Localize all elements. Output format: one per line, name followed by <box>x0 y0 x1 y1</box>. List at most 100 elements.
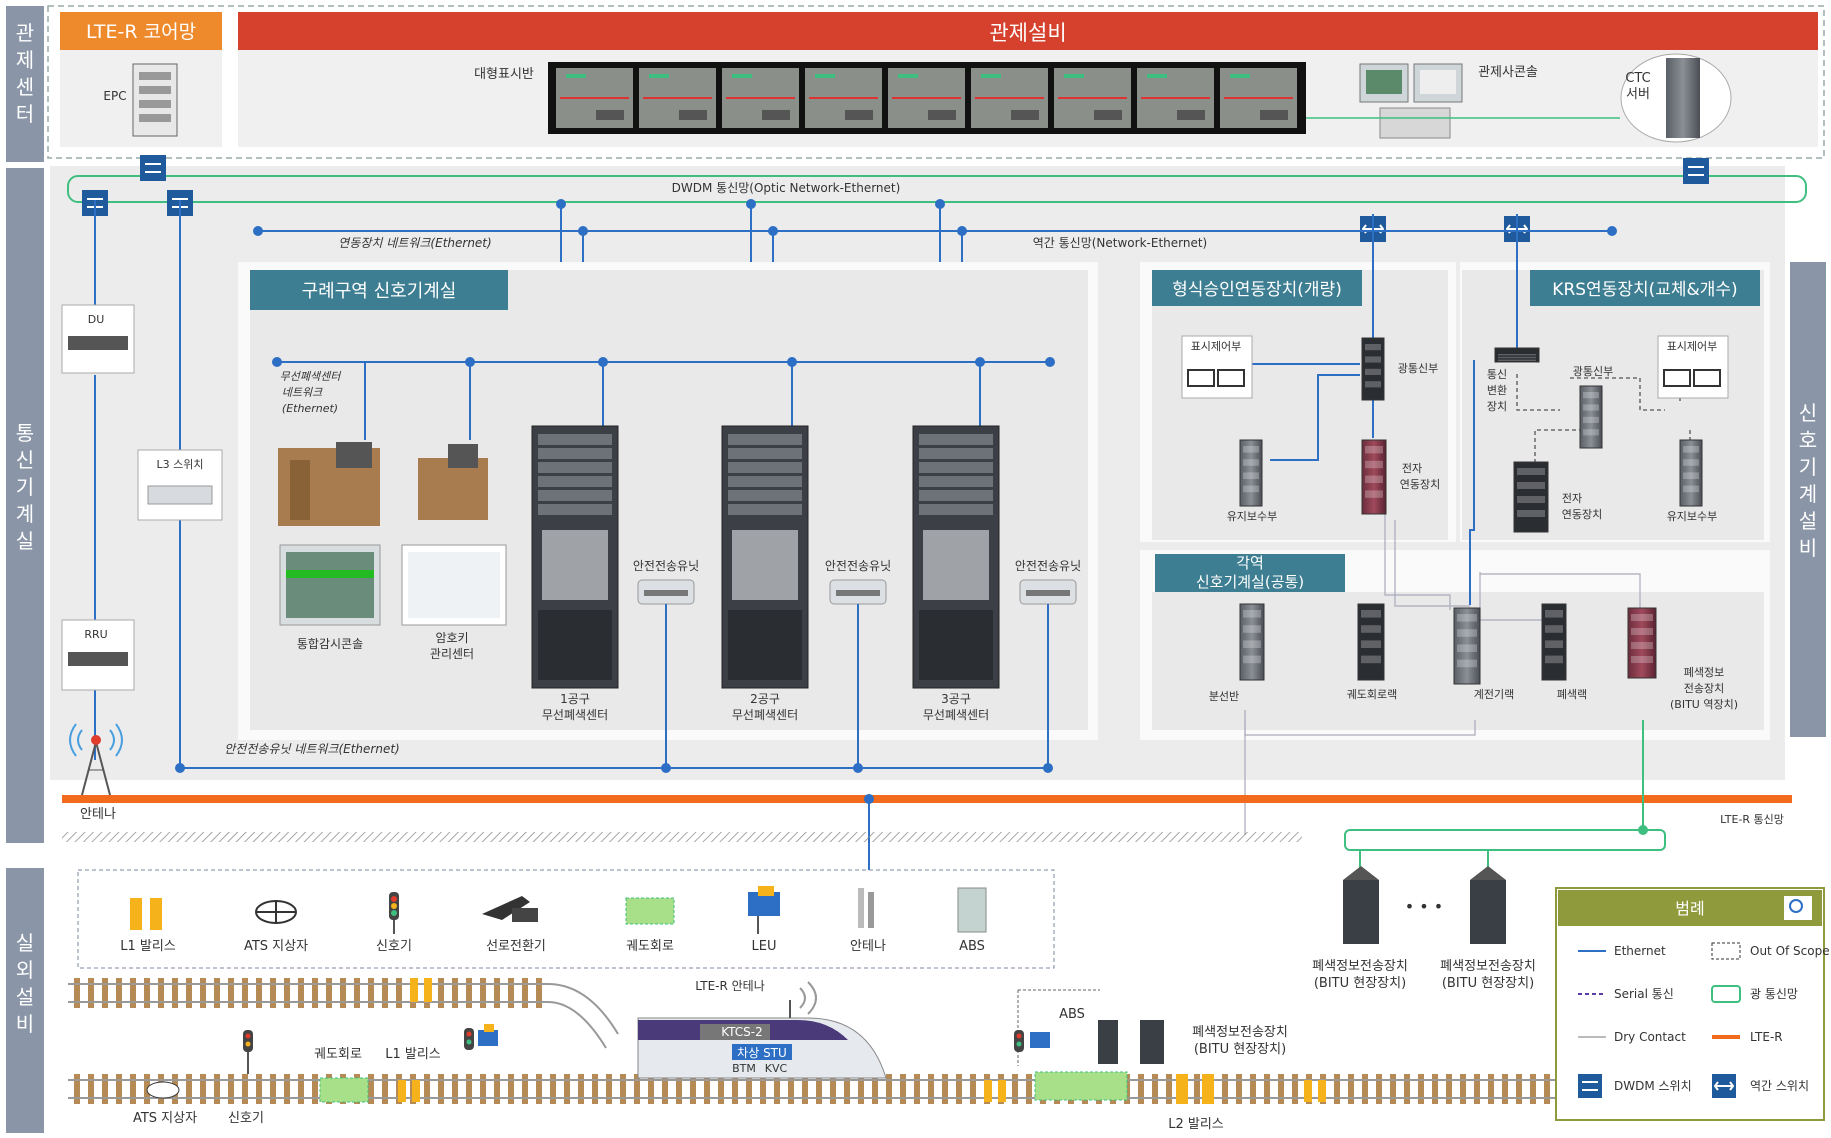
ta-electronic-interlock <box>1361 439 1387 515</box>
epc-server-icon <box>132 63 178 137</box>
rru-device: RRU <box>61 619 135 691</box>
wireless-net-label-3: (Ethernet) <box>282 402 338 415</box>
stu-label-1: 안전전송유닛 <box>633 559 699 573</box>
bitu-field-box-1 <box>1343 866 1379 944</box>
signal-track-label: 신호기 <box>228 1111 264 1126</box>
bitu-st-label-1: 폐색정보 <box>1684 666 1724 679</box>
krs-ei-label-1: 전자 <box>1562 492 1582 505</box>
l2-balise-label: L2 발리스 <box>1168 1117 1224 1132</box>
search-icon <box>1789 899 1803 913</box>
l3-label: L3 스위치 <box>157 458 204 471</box>
legend-label-ethernet: Ethernet <box>1614 944 1666 958</box>
dist-rack <box>1239 603 1265 681</box>
ctc-label-2: 서버 <box>1626 87 1650 102</box>
legend-label-station_switch: 역간 스위치 <box>1750 1079 1809 1093</box>
krs-title: KRS연동장치(교체&개수) <box>1552 280 1737 300</box>
track-upper <box>68 978 619 1049</box>
field-legend-label-4: 궤도회로 <box>626 939 674 954</box>
dwdm-switch-icon-core <box>140 155 166 181</box>
field-legend-label-6: 안테나 <box>850 939 886 954</box>
bitu-st-label-2: 전송장치 <box>1684 682 1724 695</box>
legend-symbol-station_switch <box>1712 1074 1736 1098</box>
bitu-field-label-1b: (BITU 현장장치) <box>1314 976 1406 991</box>
type-approval-display-control <box>1181 335 1253 399</box>
krs-comm-converter <box>1494 347 1540 364</box>
onboard-stu-label: 차상 STU <box>737 1046 787 1060</box>
legend-label-lte: LTE-R <box>1750 1030 1783 1044</box>
legend-label-dry: Dry Contact <box>1614 1030 1686 1044</box>
l1-balise-icon <box>130 898 162 930</box>
field-legend-label-7: ABS <box>959 939 985 954</box>
ktcs2-label: KTCS-2 <box>721 1025 763 1039</box>
krs-display-label: 표시제어부 <box>1667 340 1718 353</box>
console-label: 관제사콘솔 <box>1478 65 1538 80</box>
stu-label-2: 안전전송유닛 <box>825 559 891 573</box>
l1-balise-track-label: L1 발리스 <box>385 1047 441 1062</box>
interlock-net-label: 연동장치 네트워크(Ethernet) <box>338 236 491 250</box>
field-legend-label-2: 신호기 <box>376 939 412 954</box>
rru-label: RRU <box>84 628 107 641</box>
leu-icon <box>748 886 780 934</box>
krs-maint-label: 유지보수부 <box>1667 510 1718 523</box>
wireless-net-label-2: 네트워크 <box>282 386 323 399</box>
ta-ei-label-2: 연동장치 <box>1400 478 1440 491</box>
legend-symbol-out_of_scope <box>1711 942 1741 960</box>
dwdm-label: DWDM 통신망(Optic Network-Ethernet) <box>672 181 901 195</box>
bitu-field-label-1a: 폐색정보전송장치 <box>1312 959 1408 974</box>
ta-optical-unit <box>1361 337 1385 401</box>
legend-label-serial: Serial 통신 <box>1614 987 1674 1001</box>
key-mgmt-label-1: 암호키 <box>435 631 468 645</box>
epc-label: EPC <box>103 89 126 103</box>
legend-symbol-dwdm_switch <box>1578 1074 1602 1098</box>
krs-cc-label-3: 장치 <box>1487 400 1507 413</box>
rbc-label-b-1: 무선폐색센터 <box>542 708 608 722</box>
abs-track-label: ABS <box>1059 1007 1085 1022</box>
btm-label: BTM <box>732 1062 756 1075</box>
krs-cc-label-1: 통신 <box>1487 368 1507 381</box>
rbc-rack-1 <box>531 425 619 689</box>
signal-icon <box>389 892 399 934</box>
controller-console-icon <box>1359 63 1463 139</box>
ats-track-label: ATS 지상자 <box>133 1111 197 1126</box>
track-circuit-label: 궤도회로 <box>314 1047 362 1062</box>
lte-r-antenna-label: LTE-R 안테나 <box>695 979 765 993</box>
station-room-title-2: 신호기계실(공통) <box>1196 573 1304 591</box>
du-label: DU <box>88 313 105 326</box>
bitu-track-label-1: 폐색정보전송장치 <box>1192 1025 1288 1040</box>
rbc-label-b-3: 무선폐색센터 <box>923 708 989 722</box>
track-circuit-icon <box>625 897 675 925</box>
ctc-server-icon: CTC 서버 <box>1620 53 1732 143</box>
legend-label-optical: 광 통신망 <box>1750 987 1798 1001</box>
station-net-label: 역간 통신망(Network-Ethernet) <box>1033 236 1208 250</box>
rbc-label-a-2: 2공구 <box>750 692 780 706</box>
field-legend-label-5: LEU <box>752 939 777 954</box>
ta-maint-label: 유지보수부 <box>1227 510 1278 523</box>
ta-maint-unit <box>1239 439 1263 507</box>
lte-r-net-label: LTE-R 통신망 <box>1720 813 1784 826</box>
krs-maint-unit <box>1679 439 1703 507</box>
safety-net-label: 안전전송유닛 네트워크(Ethernet) <box>224 742 399 756</box>
krs-optical-unit <box>1579 385 1603 449</box>
safety-transmission-unit-3 <box>1019 579 1077 605</box>
block-rack-label: 폐색랙 <box>1557 688 1587 701</box>
gurye-title: 구례구역 신호기계실 <box>302 281 457 302</box>
antenna-label: 안테나 <box>80 807 116 822</box>
station-room-title-1: 각역 <box>1236 554 1264 572</box>
krs-optical-label: 광통신부 <box>1573 365 1613 378</box>
ta-display-label: 표시제어부 <box>1191 340 1242 353</box>
block-rack <box>1541 603 1567 681</box>
ats-track-icon <box>146 1081 180 1099</box>
field-legend-label-0: L1 발리스 <box>120 939 176 954</box>
ta-optical-label: 광통신부 <box>1398 362 1438 375</box>
ktcs2-train <box>637 981 887 1079</box>
ctc-label-1: CTC <box>1625 71 1650 86</box>
krs-cc-label-2: 변환 <box>1487 384 1507 397</box>
ats-icon <box>255 900 297 924</box>
dwdm-switch-icon-ctc <box>1683 158 1709 184</box>
